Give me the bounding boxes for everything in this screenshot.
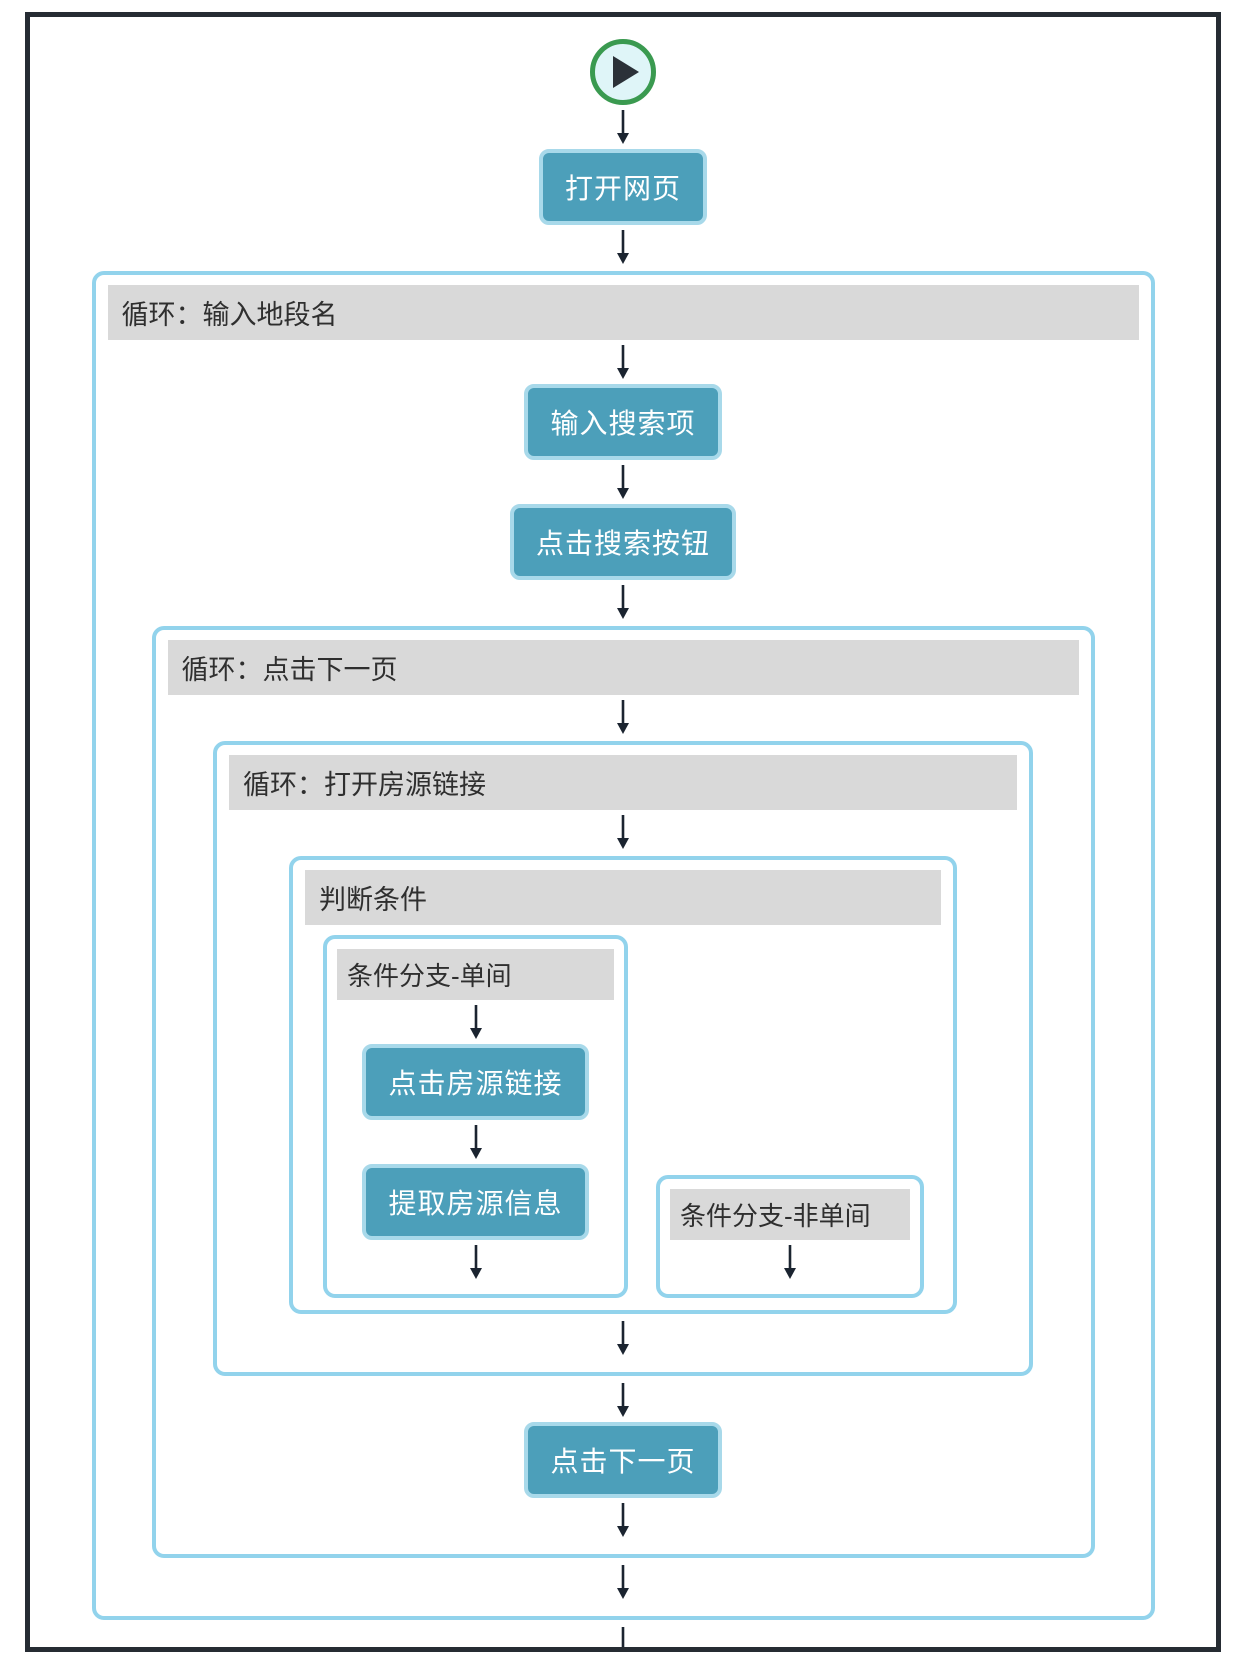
down-arrow-icon [467,1005,485,1039]
down-arrow-icon [614,700,632,734]
down-arrow-icon [614,465,632,499]
play-triangle-icon [613,56,639,88]
branch-non-single-room-header[interactable]: 条件分支-非单间 [670,1189,910,1240]
step-click-search-button[interactable]: 点击搜索按钮 [509,504,736,580]
workflow-canvas: 打开网页 循环：输入地段名 输入搜索项 点击搜索按钮 循环：点击下一页 [25,12,1221,1652]
step-open-webpage[interactable]: 打开网页 [538,149,707,225]
step-click-next-page[interactable]: 点击下一页 [524,1422,722,1498]
down-arrow-icon [614,815,632,849]
step-extract-listing-info[interactable]: 提取房源信息 [362,1164,589,1240]
down-arrow-icon [467,1245,485,1279]
down-arrow-icon [781,1245,799,1279]
down-arrow-icon [614,1627,632,1647]
loop-click-next-page: 循环：点击下一页 循环：打开房源链接 判断条件 [151,626,1095,1558]
down-arrow-icon [614,585,632,619]
condition-branches-row: 条件分支-单间 点击房源链接 提取房源信息 [305,935,941,1298]
down-arrow-icon [467,1125,485,1159]
down-arrow-icon [614,1383,632,1417]
step-input-search-term[interactable]: 输入搜索项 [524,384,722,460]
loop-click-next-page-header[interactable]: 循环：点击下一页 [167,640,1079,695]
down-arrow-icon [614,1321,632,1355]
loop-open-listing-links: 循环：打开房源链接 判断条件 条件分支-单间 [213,741,1033,1376]
play-icon[interactable] [590,39,656,105]
workflow-flow-column: 打开网页 循环：输入地段名 输入搜索项 点击搜索按钮 循环：点击下一页 [30,17,1216,1647]
branch-non-single-room: 条件分支-非单间 [656,1175,924,1298]
down-arrow-icon [614,345,632,379]
down-arrow-icon [614,110,632,144]
branch-single-room-header[interactable]: 条件分支-单间 [337,949,614,1000]
loop-input-location: 循环：输入地段名 输入搜索项 点击搜索按钮 循环：点击下一页 循 [91,271,1155,1620]
down-arrow-icon [614,1565,632,1599]
condition-header[interactable]: 判断条件 [305,870,941,925]
step-click-listing-link[interactable]: 点击房源链接 [362,1044,589,1120]
condition-container: 判断条件 条件分支-单间 点击房源链接 [289,856,957,1314]
down-arrow-icon [614,230,632,264]
loop-input-location-header[interactable]: 循环：输入地段名 [107,285,1139,340]
down-arrow-icon [614,1503,632,1537]
branch-single-room: 条件分支-单间 点击房源链接 提取房源信息 [323,935,628,1298]
loop-open-listing-links-header[interactable]: 循环：打开房源链接 [229,755,1017,810]
